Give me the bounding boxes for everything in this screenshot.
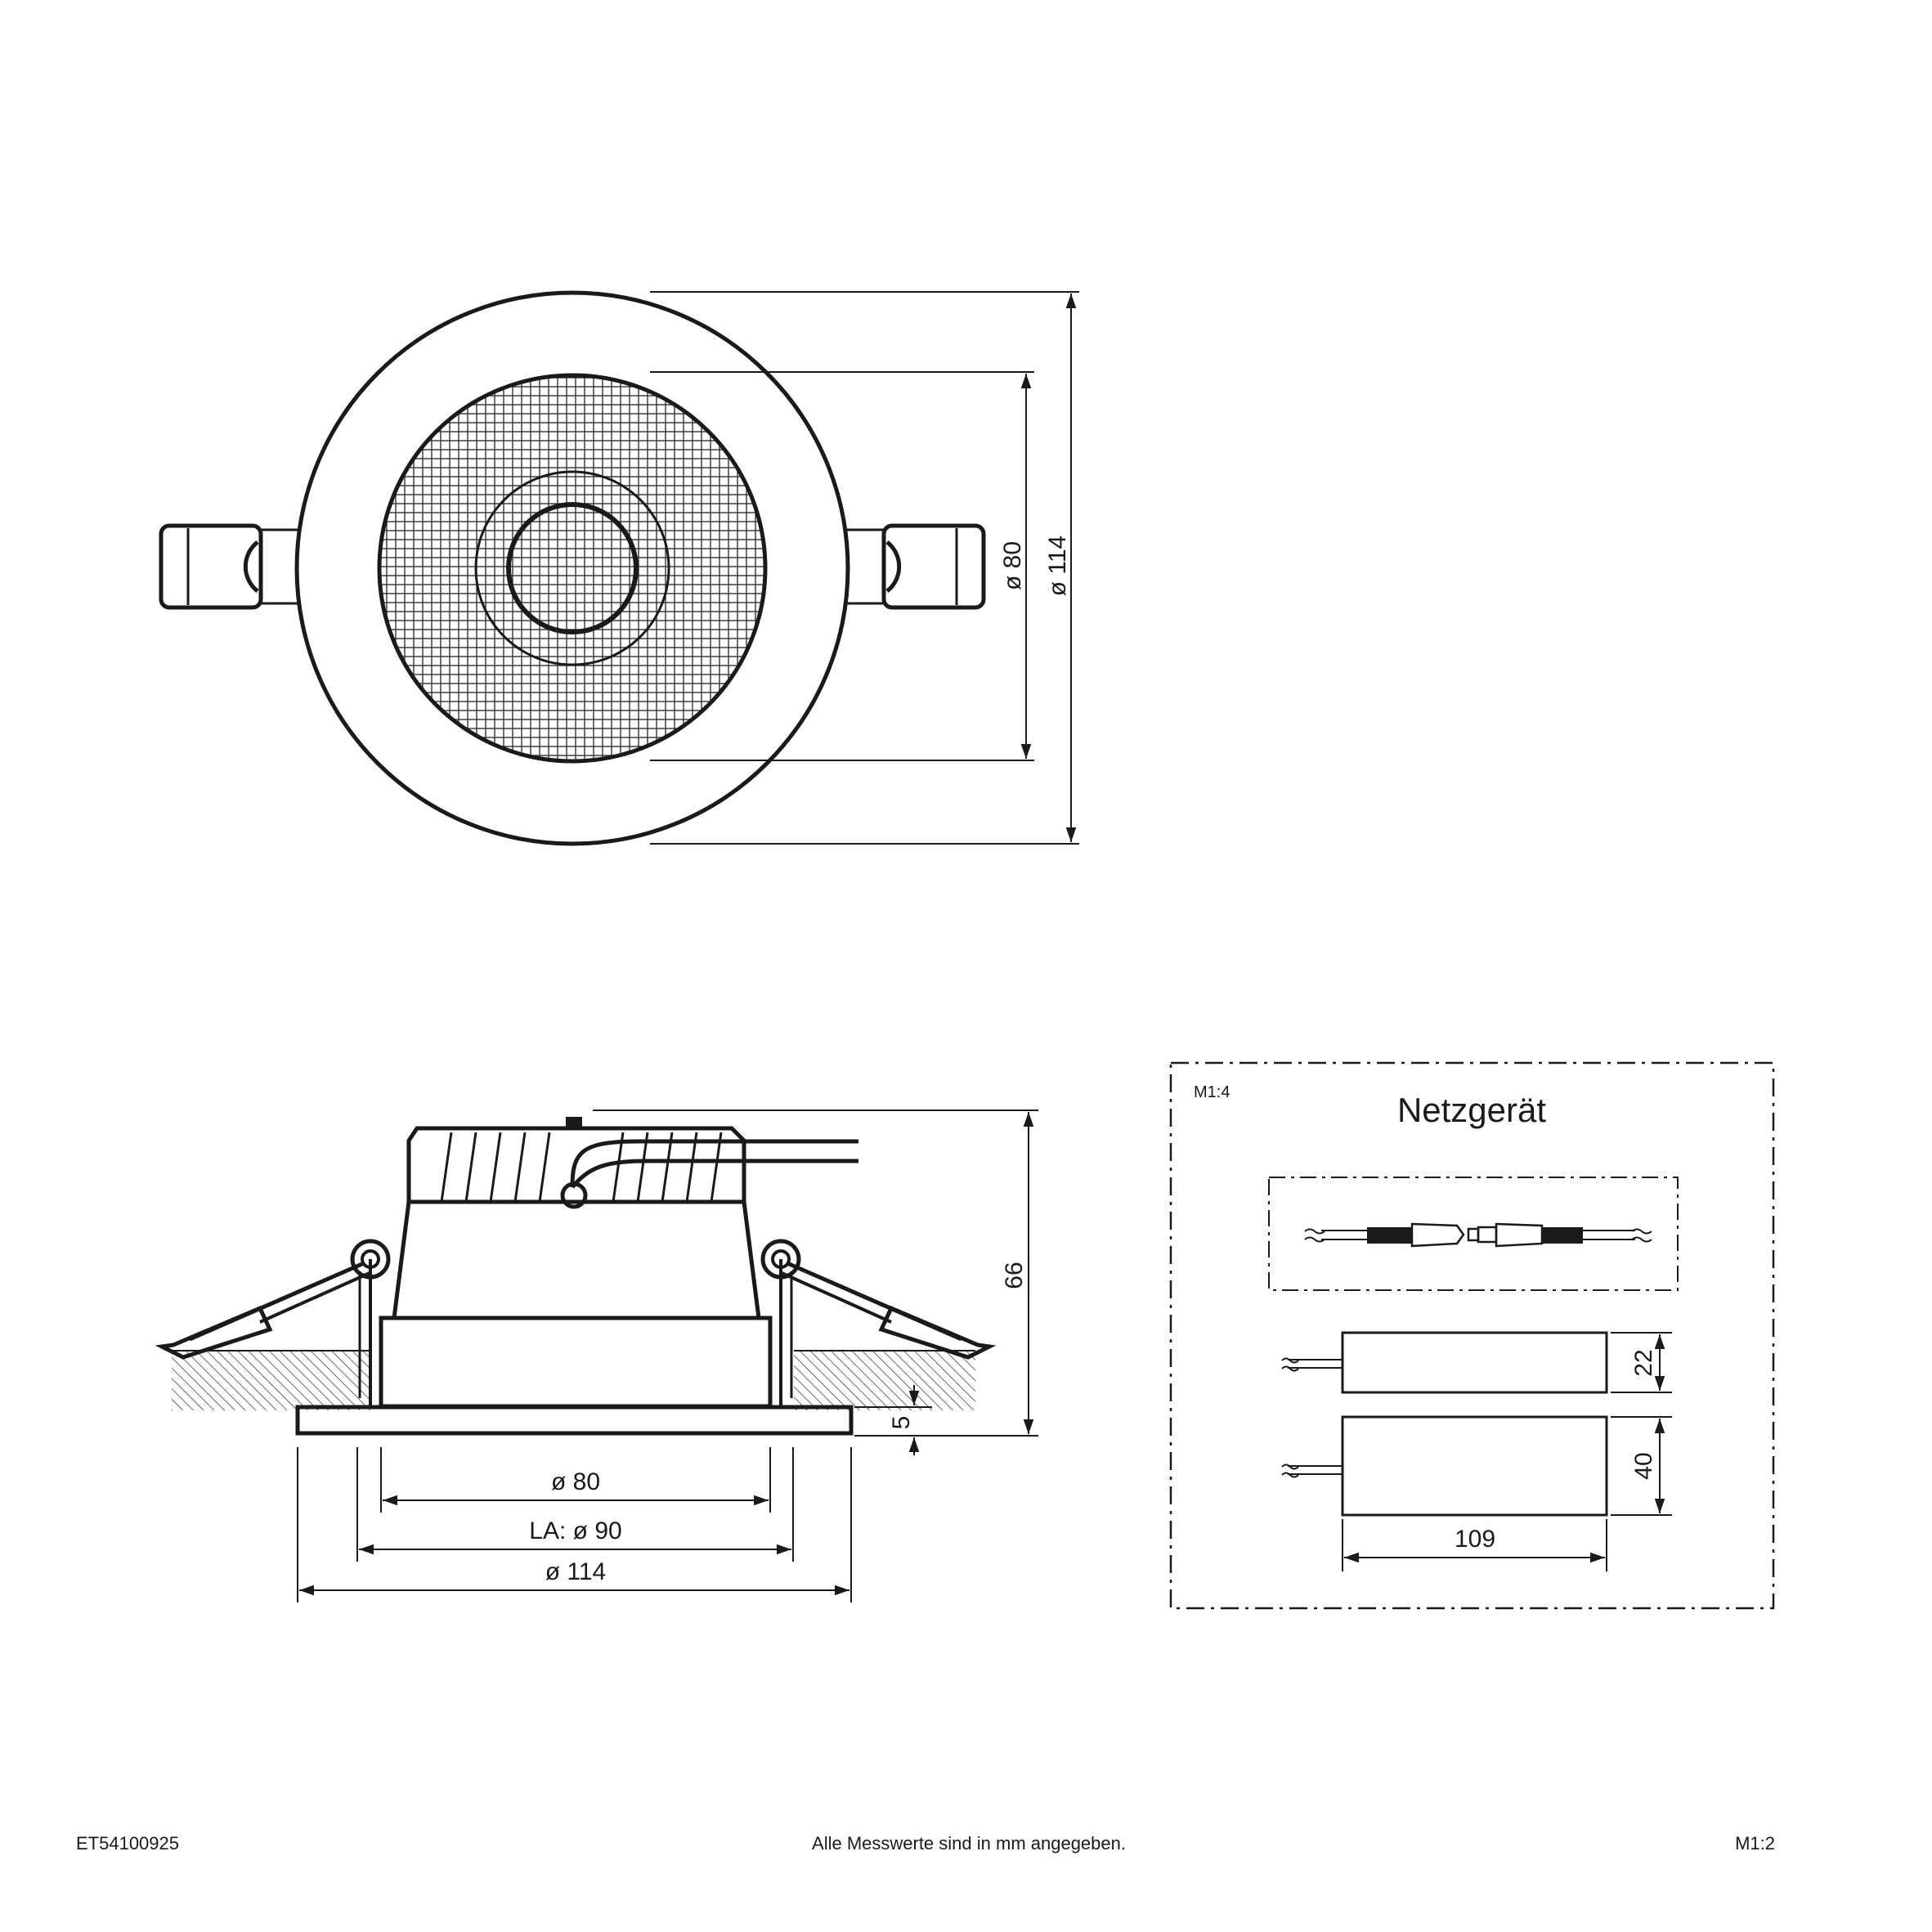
power-supply-panel: M1:4 Netzgerät [1169,1061,1775,1610]
dimension-outer-diameter: ø 114 [650,291,1079,845]
article-number: ET54100925 [76,1833,179,1854]
dimension-flange: 5 [854,1385,932,1455]
left-spring-clip [159,523,301,610]
ceiling-left [172,1351,370,1410]
dimension-cutout: LA: ø 90 [359,1517,791,1555]
dim-height-label: 66 [1001,1262,1028,1289]
dim-flange-label: 5 [888,1416,915,1430]
dim-driver-length: 109 [1455,1526,1495,1553]
driver-box-top: 22 [1281,1331,1672,1394]
driver-box-front: 40 109 [1281,1415,1672,1571]
dim-driver-depth: 40 [1630,1452,1657,1479]
panel-scale: M1:4 [1194,1083,1230,1101]
left-spring [155,1239,391,1406]
cable [560,1139,858,1209]
dim-flange-diameter-label: ø 114 [545,1558,607,1585]
panel-border [1169,1061,1775,1610]
connector-detail [1268,1177,1679,1291]
outer-ring [294,290,850,846]
dimension-height: 66 [593,1109,1038,1437]
footer: ET54100925 Alle Messwerte sind in mm ang… [76,1833,1775,1854]
side-view: 66 5 ø 80 LA: ø 90 [155,1109,1038,1603]
right-spring-clip [844,523,986,610]
ceiling-right [794,1351,975,1410]
extension-lines [297,1447,852,1603]
measurement-note: Alle Messwerte sind in mm angegeben. [812,1833,1126,1854]
right-spring [760,1239,997,1406]
dim-driver-height: 22 [1630,1349,1657,1376]
top-view: ø 80 ø 114 [159,290,1079,846]
lens [506,502,639,634]
housing [379,1199,773,1409]
dim-body-label: ø 80 [551,1468,600,1495]
dimension-inner-diameter: ø 80 [650,371,1034,761]
flange [295,1405,854,1436]
dim-inner-label: ø 80 [999,541,1026,590]
dim-outer-label: ø 114 [1044,536,1071,597]
dim-cutout-label: LA: ø 90 [529,1517,621,1544]
drawing-scale: M1:2 [1735,1833,1775,1854]
panel-title: Netzgerät [1397,1091,1546,1129]
dimension-body-diameter: ø 80 [383,1468,769,1506]
dimension-flange-diameter: ø 114 [299,1558,849,1596]
reflector [377,373,768,764]
